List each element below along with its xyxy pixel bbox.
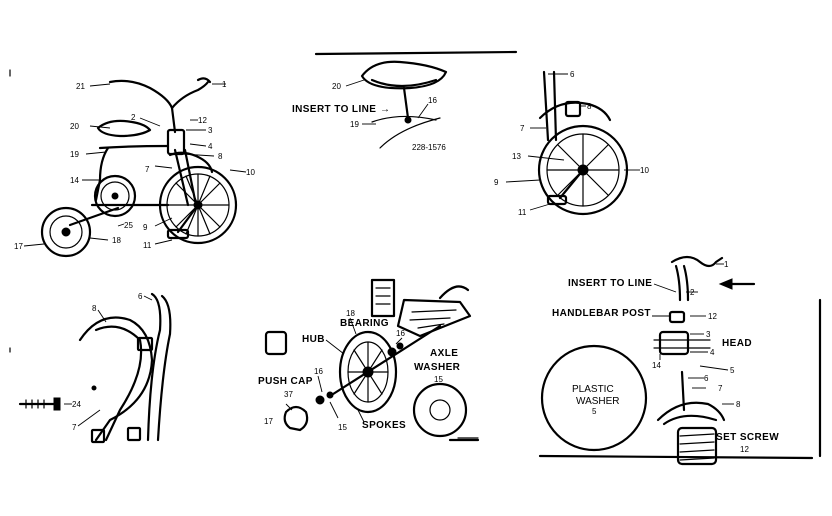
- tricycle-assembly: 21 1 2 12 20 3 19 4 8 7 10 14 25 9 18 17…: [14, 77, 255, 258]
- rear-wheel-left: [40, 206, 92, 258]
- bearing-label: BEARING: [340, 318, 389, 329]
- callout-4: 4: [208, 142, 213, 151]
- part-code: 228-1576: [412, 143, 446, 152]
- set-screw: [676, 426, 718, 466]
- callout-9: 9: [143, 223, 148, 232]
- washer-15: [412, 382, 468, 438]
- set-screw-callout: 12: [740, 445, 749, 454]
- head-label: HEAD: [722, 338, 752, 349]
- bearing-block: [370, 278, 396, 318]
- callout-2-handlebar: 2: [690, 288, 695, 297]
- seat-insert-detail: INSERT TO LINE → 20 16 19 228-1576: [292, 50, 518, 152]
- plastic-washer: [540, 344, 648, 452]
- pedal: [166, 228, 190, 240]
- callout-1: 1: [222, 80, 227, 89]
- axle-label: AXLE: [430, 348, 458, 359]
- spokes-label: SPOKES: [362, 420, 406, 431]
- plastic-washer-label-1: PLASTIC: [572, 384, 614, 395]
- callout-8-handlebar: 8: [736, 400, 741, 409]
- callout-17-hub: 17: [264, 417, 273, 426]
- front-fork: [173, 148, 198, 207]
- detail-fender-small: [656, 401, 726, 422]
- plastic-washer-label-2: WASHER: [576, 396, 620, 407]
- callout-18-hub: 18: [346, 309, 355, 318]
- hub-label: HUB: [302, 334, 325, 345]
- callout-14: 14: [70, 176, 79, 185]
- callout-19-seat: 19: [350, 120, 359, 129]
- callout-18: 18: [112, 236, 121, 245]
- callout-3: 3: [208, 126, 213, 135]
- callout-24: 24: [72, 400, 81, 409]
- fender: [78, 316, 154, 442]
- callout-3-handlebar: 3: [706, 330, 711, 339]
- push-cap: [283, 405, 309, 432]
- callout-6-handlebar: 6: [704, 374, 709, 383]
- head-block: [658, 330, 690, 356]
- callout-7-handlebar: 7: [718, 384, 723, 393]
- insert-to-line-label-seat: INSERT TO LINE: [292, 104, 376, 115]
- frame: [98, 144, 170, 150]
- step-plate: [396, 298, 472, 338]
- callout-6-fender: 6: [138, 292, 143, 301]
- rear-wheel-hub-detail: BEARING HUB AXLE WASHER PUSH CAP SPOKES …: [258, 278, 479, 439]
- callout-37: 37: [284, 390, 293, 399]
- callout-4-handlebar: 4: [710, 348, 715, 357]
- seat-detail: [360, 60, 448, 90]
- callout-9-wheel: 9: [494, 178, 499, 187]
- handlebar-head-detail: PLASTIC WASHER 5 INSERT TO LINE HANDLEBA…: [538, 255, 822, 466]
- callout-14-handlebar: 14: [652, 361, 661, 370]
- callout-8: 8: [218, 152, 223, 161]
- callout-16-hub-lower: 16: [314, 367, 323, 376]
- front-wheel-detail: 6 8 7 13 10 9 11: [494, 70, 649, 217]
- insert-to-line-label-handlebar: INSERT TO LINE: [568, 278, 652, 289]
- fender-fork-detail: 8 6 24 7: [18, 292, 172, 444]
- push-cap-label: PUSH CAP: [258, 376, 313, 387]
- plastic-washer-callout: 5: [592, 407, 597, 416]
- callout-20: 20: [70, 122, 79, 131]
- callout-20-seat: 20: [332, 82, 341, 91]
- callout-2: 2: [131, 113, 136, 122]
- callout-17: 17: [14, 242, 23, 251]
- callout-6-wheel: 6: [570, 70, 575, 79]
- callout-25: 25: [124, 221, 133, 230]
- callout-19: 19: [70, 150, 79, 159]
- callout-16-seat: 16: [428, 96, 437, 105]
- left-bearing-cap: [264, 330, 288, 356]
- handlebar-post-label: HANDLEBAR POST: [552, 308, 651, 319]
- callout-8-wheel: 8: [587, 102, 592, 111]
- callout-16-hub-upper: 16: [396, 329, 405, 338]
- callout-11-wheel: 11: [518, 208, 527, 217]
- seat: [96, 119, 152, 138]
- handlebar: [108, 79, 177, 134]
- callout-7-fender: 7: [72, 423, 77, 432]
- callout-12: 12: [198, 116, 207, 125]
- seat-post: [402, 86, 410, 120]
- insert-to-line-arrow-seat: →: [380, 104, 390, 115]
- callout-10-wheel: 10: [640, 166, 649, 175]
- callout-7-wheel: 7: [520, 124, 525, 133]
- callout-15-washer: 15: [434, 375, 443, 384]
- callout-10: 10: [246, 168, 255, 177]
- washer-label: WASHER: [414, 362, 461, 373]
- callout-12-handlebar: 12: [708, 312, 717, 321]
- callout-21: 21: [76, 82, 85, 91]
- detail-fender: [538, 101, 612, 122]
- fork-blade: [146, 292, 162, 442]
- rear-wheel-right: [93, 174, 137, 218]
- axle: [328, 324, 442, 398]
- set-screw-label: SET SCREW: [716, 432, 779, 443]
- callout-5-handlebar: 5: [730, 366, 735, 375]
- detail-pedal: [546, 194, 568, 206]
- callout-8-fender: 8: [92, 304, 97, 313]
- callout-7: 7: [145, 165, 150, 174]
- callout-11: 11: [143, 241, 152, 250]
- handlebar-post: [670, 255, 724, 268]
- callout-1-handlebar: 1: [724, 260, 729, 269]
- callout-15-hub: 15: [338, 423, 347, 432]
- rear-wheel-detail: [338, 330, 398, 414]
- callout-13-wheel: 13: [512, 152, 521, 161]
